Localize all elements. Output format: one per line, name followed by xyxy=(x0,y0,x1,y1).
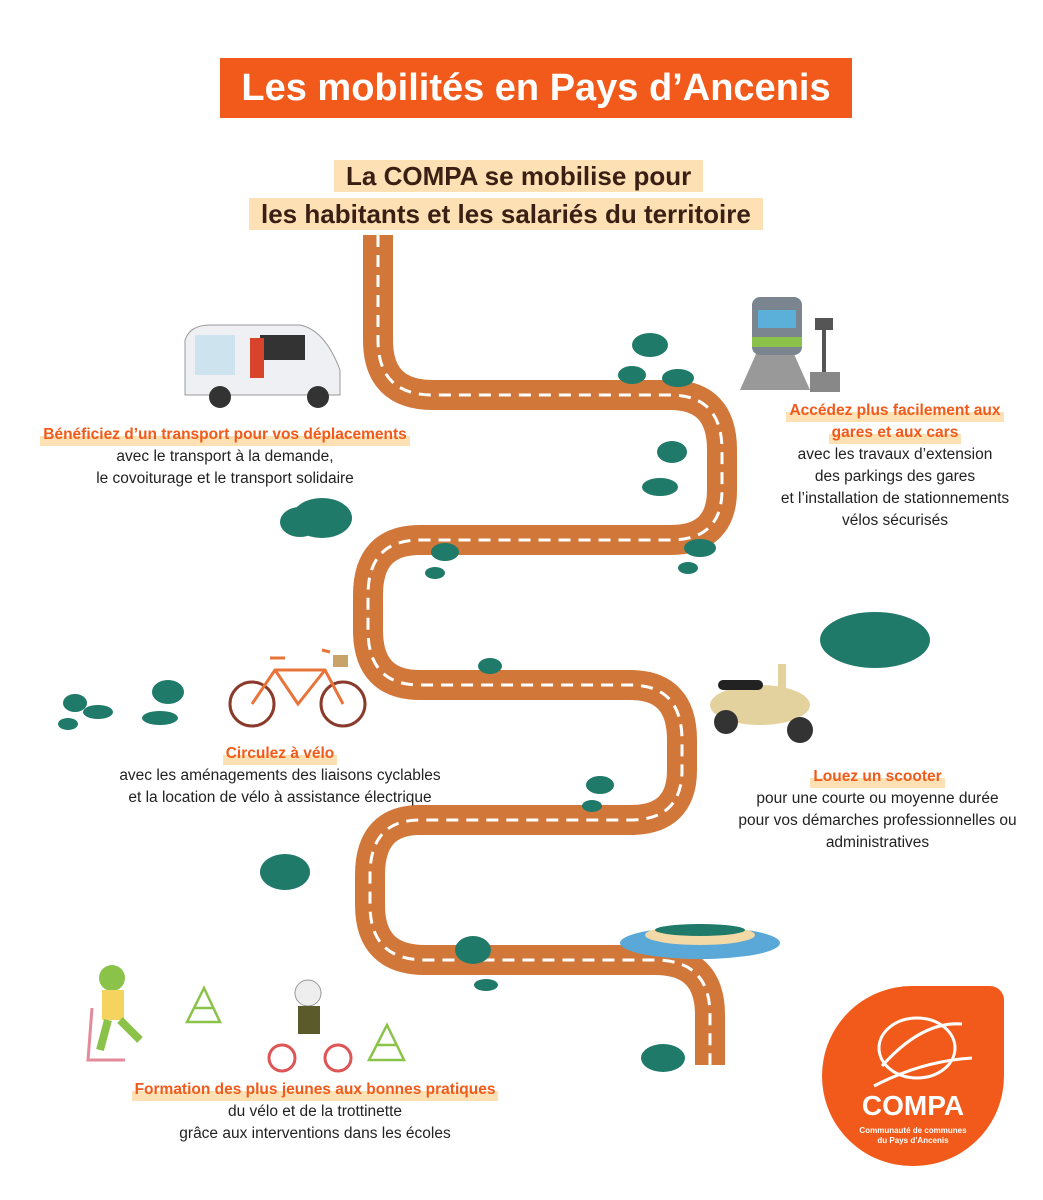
section-line: du vélo et de la trottinette xyxy=(227,1103,403,1120)
bicycle-icon xyxy=(228,648,367,728)
section-line: et l’installation de stationnements xyxy=(780,490,1010,507)
section-heading: Accédez plus facilement aux xyxy=(786,400,1004,422)
page-title: Les mobilités en Pays d’Ancenis xyxy=(220,58,852,118)
subtitle-line-2: les habitants et les salariés du territo… xyxy=(249,198,763,230)
scooter-icon xyxy=(710,664,813,743)
subtitle-line-1: La COMPA se mobilise pour xyxy=(334,160,704,192)
section-line: avec les aménagements des liaisons cycla… xyxy=(119,767,441,784)
section-line: administratives xyxy=(825,834,930,851)
section-heading: Louez un scooter xyxy=(810,766,945,788)
section-line: et la location de vélo à assistance élec… xyxy=(128,789,432,806)
section-line: grâce aux interventions dans les écoles xyxy=(179,1125,451,1142)
section-velo: Circulez à vélo avec les aménagements de… xyxy=(80,743,480,809)
section-heading: Formation des plus jeunes aux bonnes pra… xyxy=(131,1079,499,1101)
section-line: pour une courte ou moyenne durée xyxy=(756,790,999,807)
logo-tagline-1: Communauté de communes xyxy=(859,1126,967,1135)
section-line: vélos sécurisés xyxy=(842,512,948,529)
cone-icons xyxy=(184,985,406,1062)
road xyxy=(353,235,737,1065)
van-icon xyxy=(184,324,341,408)
section-transport: Bénéficiez d’un transport pour vos dépla… xyxy=(20,424,430,490)
section-line: le covoiturage et le transport solidaire xyxy=(96,470,354,487)
section-line: des parkings des gares xyxy=(814,468,976,485)
globe-icon xyxy=(873,1016,973,1088)
train-icon xyxy=(740,297,840,392)
lake-icon xyxy=(620,924,780,959)
section-line: avec les travaux d’extension xyxy=(797,446,993,463)
tree-icons xyxy=(58,333,930,1072)
logo-name: COMPA xyxy=(861,1090,965,1121)
section-formation: Formation des plus jeunes aux bonnes pra… xyxy=(110,1079,520,1145)
section-line: avec le transport à la demande, xyxy=(116,448,334,465)
children-icon xyxy=(86,965,353,1073)
section-gares: Accédez plus facilement aux gares et aux… xyxy=(750,400,1040,532)
logo-tagline-2: du Pays d’Ancenis xyxy=(877,1136,949,1145)
section-heading-2: gares et aux cars xyxy=(828,422,962,444)
section-heading: Circulez à vélo xyxy=(222,743,338,765)
section-heading: Bénéficiez d’un transport pour vos dépla… xyxy=(40,424,410,446)
section-line: pour vos démarches professionnelles ou xyxy=(738,812,1017,829)
section-scooter: Louez un scooter pour une courte ou moye… xyxy=(715,766,1040,854)
